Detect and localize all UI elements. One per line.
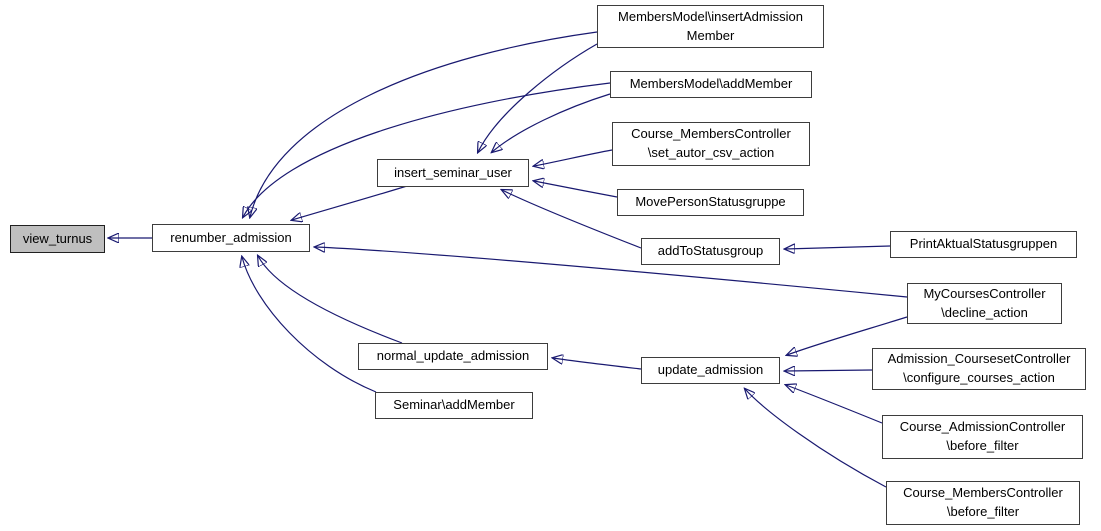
node-view-turnus[interactable]: view_turnus bbox=[10, 225, 105, 253]
node-membersmodel-addmember[interactable]: MembersModel\addMember bbox=[610, 71, 812, 98]
edge-members_model_add_member-insert_seminar_user bbox=[492, 93, 611, 152]
edge-print_aktual_statusgruppen-add_to_statusgroup bbox=[785, 246, 891, 249]
edge-course_members_set_autor_csv_action-insert_seminar_user bbox=[534, 149, 613, 166]
edge-members_model_insert_admission_member-renumber_admission bbox=[250, 31, 598, 217]
node-renumber-admission[interactable]: renumber_admission bbox=[152, 224, 310, 252]
edge-admission_courseset_configure_courses_action-update_admission bbox=[785, 370, 873, 371]
node-addtostatusgroup[interactable]: addToStatusgroup bbox=[641, 238, 780, 265]
edge-my_courses_decline_action-update_admission bbox=[787, 316, 908, 355]
edge-members_model_insert_admission_member-insert_seminar_user bbox=[478, 43, 598, 152]
edge-insert_seminar_user-renumber_admission bbox=[292, 185, 408, 220]
node-course-memberscontroller-set-autor-csv-action[interactable]: Course_MembersController \set_autor_csv_… bbox=[612, 122, 810, 166]
node-update-admission[interactable]: update_admission bbox=[641, 357, 780, 384]
node-movepersonstatusgruppe[interactable]: MovePersonStatusgruppe bbox=[617, 189, 804, 216]
node-membersmodel-insertadmissionmember[interactable]: MembersModel\insertAdmission Member bbox=[597, 5, 824, 48]
node-course-memberscontroller-before-filter[interactable]: Course_MembersController \before_filter bbox=[886, 481, 1080, 525]
edge-course_members_before_filter-update_admission bbox=[745, 389, 887, 488]
edge-course_admission_before_filter-update_admission bbox=[786, 385, 883, 424]
edge-seminar_add_member-renumber_admission bbox=[242, 257, 377, 393]
node-normal-update-admission[interactable]: normal_update_admission bbox=[358, 343, 548, 370]
edge-my_courses_decline_action-renumber_admission bbox=[315, 247, 908, 298]
node-insert-seminar-user[interactable]: insert_seminar_user bbox=[377, 159, 529, 187]
edge-normal_update_admission-renumber_admission bbox=[258, 256, 403, 344]
node-printaktualstatusgruppen[interactable]: PrintAktualStatusgruppen bbox=[890, 231, 1077, 258]
edge-members_model_add_member-renumber_admission bbox=[243, 82, 611, 217]
node-admission-coursesetcontroller-configure-courses-action[interactable]: Admission_CoursesetController \configure… bbox=[872, 348, 1086, 390]
edge-update_admission-normal_update_admission bbox=[553, 358, 642, 370]
node-course-admissioncontroller-before-filter[interactable]: Course_AdmissionController \before_filte… bbox=[882, 415, 1083, 459]
node-seminar-addmember[interactable]: Seminar\addMember bbox=[375, 392, 533, 419]
node-mycoursescontroller-decline-action[interactable]: MyCoursesController \decline_action bbox=[907, 283, 1062, 324]
edge-move_person_statusgruppe-insert_seminar_user bbox=[534, 181, 618, 198]
edge-add_to_statusgroup-insert_seminar_user bbox=[502, 190, 642, 249]
